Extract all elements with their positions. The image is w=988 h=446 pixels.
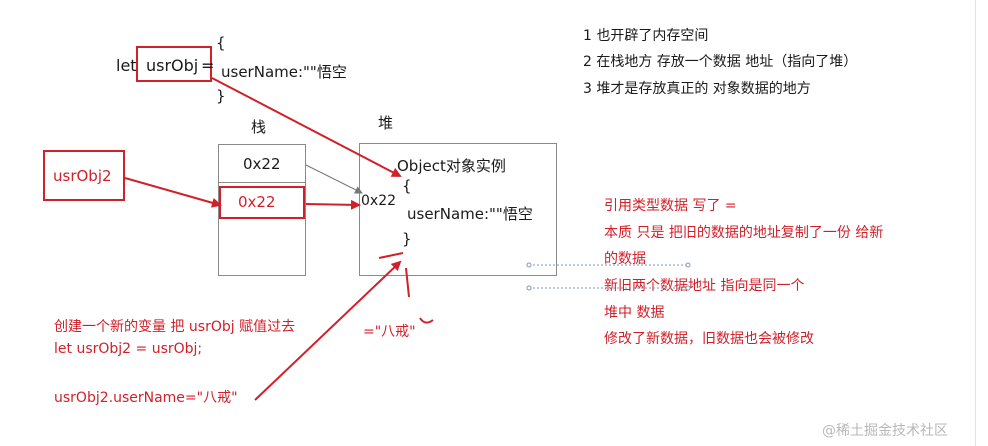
bajie-value: ="八戒" bbox=[363, 324, 416, 340]
note-3: 3 堆才是存放真正的 对象数据的地方 bbox=[583, 81, 811, 97]
note-1: 1 也开辟了内存空间 bbox=[583, 28, 709, 44]
heap-close-brace: } bbox=[402, 230, 412, 248]
bottom-note-1: 创建一个新的变量 把 usrObj 赋值过去 bbox=[54, 319, 296, 335]
reference-note-6: 修改了新数据，旧数据也会被修改 bbox=[604, 331, 814, 347]
heap-property: userName:""悟空 bbox=[407, 205, 533, 223]
reference-note-2: 本质 只是 把旧的数据的地址复制了一份 给新 bbox=[604, 225, 884, 241]
page-edge-line bbox=[975, 0, 976, 446]
arrow-usrobj2-to-stack bbox=[124, 177, 222, 208]
arrow-stack-cell1-to-heap bbox=[305, 164, 363, 194]
stack-cell-2: 0x22 bbox=[238, 193, 276, 211]
red-curl-mark bbox=[419, 317, 434, 324]
code-close-brace: } bbox=[216, 87, 226, 105]
arrow-stack-cell2-to-heap bbox=[305, 199, 361, 210]
usrobj-var-box bbox=[136, 46, 212, 82]
heap-title: Object对象实例 bbox=[397, 157, 506, 175]
stack-cell-1: 0x22 bbox=[243, 155, 281, 173]
bottom-note-3: usrObj2.userName="八戒" bbox=[54, 390, 238, 406]
reference-note-1: 引用类型数据 写了 = bbox=[604, 198, 737, 214]
code-open-brace: { bbox=[216, 34, 226, 52]
code-property: userName:""悟空 bbox=[221, 63, 347, 81]
note-2: 2 在栈地方 存放一个数据 地址（指向了堆） bbox=[583, 54, 858, 70]
assign-operator: = bbox=[201, 56, 215, 75]
usrobj-var-name: usrObj bbox=[146, 56, 199, 75]
usrobj2-box bbox=[43, 150, 125, 201]
heap-label: 堆 bbox=[378, 114, 394, 132]
watermark: @稀土掘金技术社区 bbox=[822, 423, 948, 439]
usrobj2-label: usrObj2 bbox=[53, 167, 112, 185]
let-keyword: let bbox=[116, 56, 137, 75]
bottom-note-2: let usrObj2 = usrObj; bbox=[54, 341, 203, 357]
stack-label: 栈 bbox=[251, 118, 267, 136]
reference-note-4: 新旧两个数据地址 指向是同一个 bbox=[604, 278, 805, 294]
heap-address: 0x22 bbox=[361, 193, 397, 209]
stack-divider bbox=[218, 182, 306, 183]
reference-note-3: 的数据 bbox=[604, 251, 646, 267]
heap-open-brace: { bbox=[402, 177, 412, 195]
reference-note-5: 堆中 数据 bbox=[604, 305, 665, 321]
